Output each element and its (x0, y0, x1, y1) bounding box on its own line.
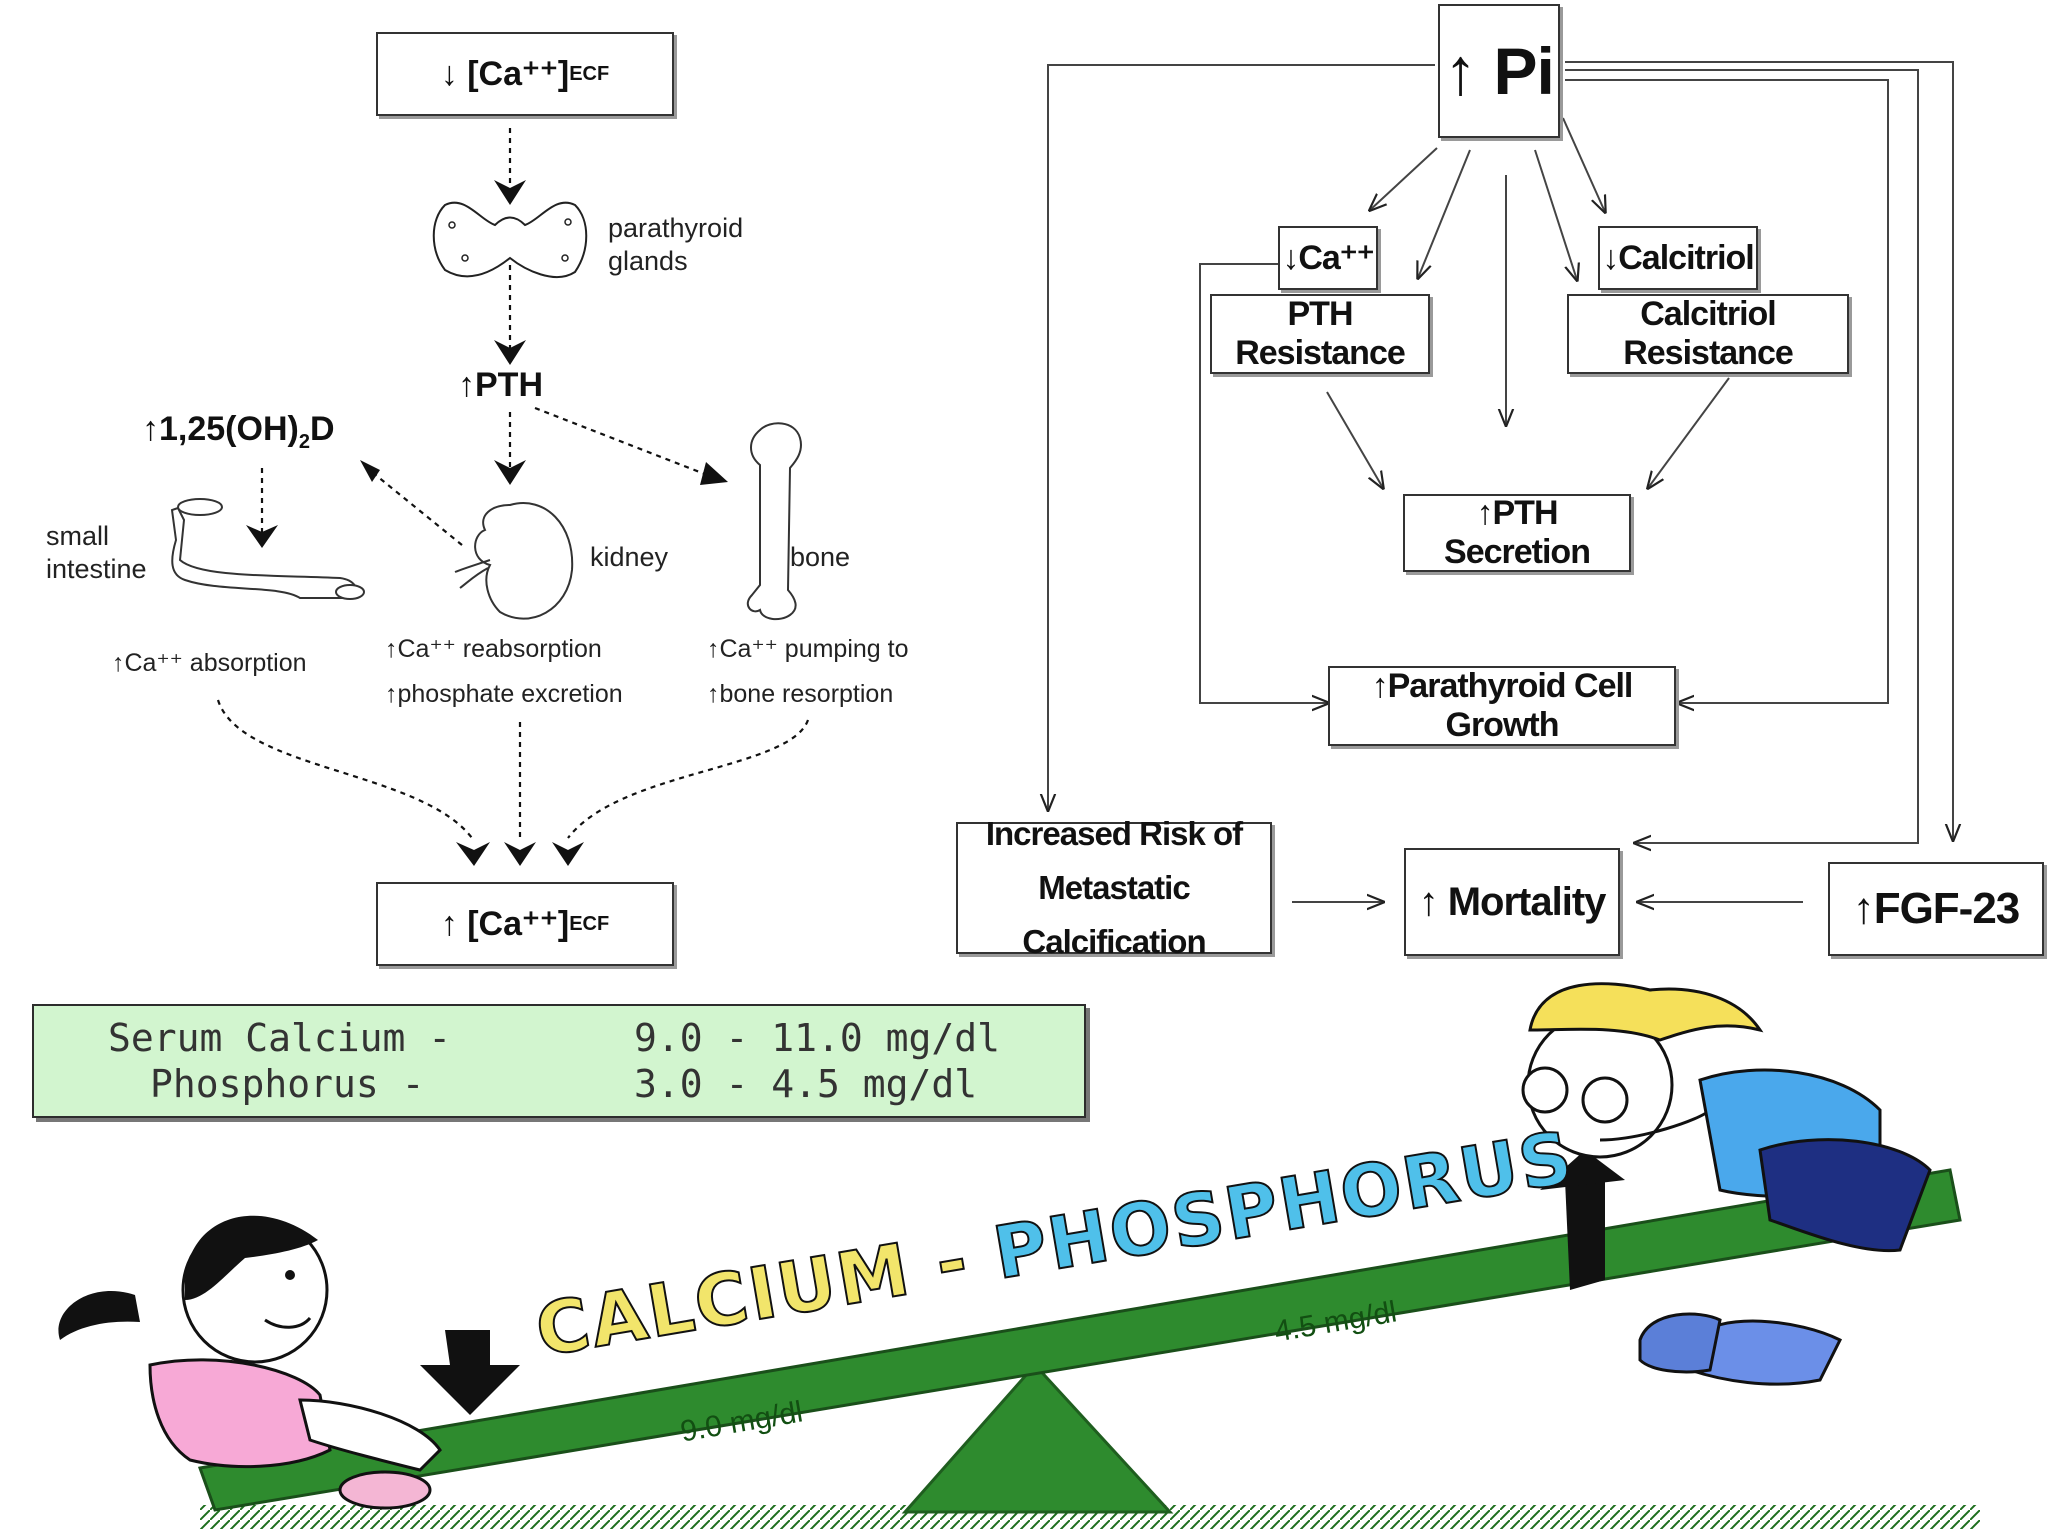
high-calcium-sub: ECF (569, 912, 610, 935)
fgf23-label: ↑FGF-23 (1852, 884, 2021, 933)
fgf23-box: ↑FGF-23 (1828, 862, 2044, 956)
pth-resistance-label: PTH Resistance (1235, 295, 1406, 372)
phosphorus-range-value: 3.0 - 4.5 mg/dl (634, 1062, 978, 1106)
vitamin-d-label: ↑1,25(OH)2D (142, 410, 335, 454)
small-intestine-icon (170, 506, 358, 599)
low-ca-box: ↓Ca⁺⁺ (1278, 226, 1378, 290)
parathyroid-label-line2: glands (608, 246, 688, 276)
intestine-label-line1: small (46, 521, 110, 551)
low-ca-label: ↓Ca⁺⁺ (1282, 239, 1374, 277)
effect-intestine: ↑Ca⁺⁺ absorption (112, 649, 307, 677)
parathyroid-growth-box: ↑Parathyroid Cell Growth (1328, 666, 1676, 746)
vitamin-d-end: D (309, 410, 335, 448)
metastatic-risk-box: Increased Risk of Metastatic Calcificati… (956, 815, 1272, 960)
intestine-label-line2: intestine (46, 554, 147, 584)
effect-bone-2: ↑bone resorption (707, 680, 894, 708)
parathyroid-glands-icon (432, 201, 588, 278)
metastatic-risk-line1: Increased Risk of (985, 815, 1243, 852)
calcium-range-value: 9.0 - 11.0 mg/dl (634, 1016, 1001, 1060)
low-calcium-sub: ECF (569, 62, 610, 85)
vitamin-d-sub: 2 (298, 431, 310, 453)
effect-bone-1: ↑Ca⁺⁺ pumping to (707, 635, 909, 663)
high-pi-box: ↑ Pi (1438, 4, 1560, 138)
low-calcium-label: ↓ [Ca⁺⁺] (440, 55, 570, 93)
kidney-icon (474, 502, 574, 620)
left-arrowheads (246, 180, 728, 866)
left-arrows (216, 128, 810, 840)
pth-resistance-box: PTH Resistance (1210, 294, 1430, 374)
mortality-label: ↑ Mortality (1418, 879, 1607, 924)
reference-ranges-box: Serum Calcium - 9.0 - 11.0 mg/dl Phospho… (32, 1004, 1086, 1118)
parathyroid-label-line1: parathyroid (608, 213, 744, 243)
parathyroid-label: parathyroid glands (608, 212, 743, 278)
high-pi-label: ↑ Pi (1444, 34, 1555, 108)
pth-secretion-label: ↑PTH Secretion (1444, 494, 1591, 571)
right-connectors (1048, 61, 1953, 902)
low-calcitriol-label: ↓Calcitriol (1602, 238, 1754, 277)
kidney-label: kidney (590, 542, 669, 572)
calcitriol-resistance-box: Calcitriol Resistance (1567, 294, 1849, 374)
calcitriol-resistance-label: Calcitriol Resistance (1623, 295, 1794, 372)
vitamin-d-main: ↑1,25(OH) (142, 410, 299, 448)
pth-secretion-box: ↑PTH Secretion (1403, 494, 1631, 572)
bone-label: bone (790, 542, 851, 572)
effect-kidney-2: ↑phosphate excretion (385, 680, 623, 708)
seesaw-dash-text: - (929, 1216, 976, 1306)
calcium-range-label: Serum Calcium - (108, 1016, 452, 1060)
metastatic-risk-line2: Metastatic Calcification (1022, 869, 1206, 960)
high-calcium-label: ↑ [Ca⁺⁺] (440, 905, 570, 943)
mortality-box: ↑ Mortality (1404, 848, 1620, 956)
parathyroid-growth-label: ↑Parathyroid Cell Growth (1371, 667, 1634, 744)
intestine-label: small intestine (46, 520, 147, 586)
low-calcium-box: ↓ [Ca⁺⁺]ECF (376, 32, 674, 116)
pth-label: ↑PTH (458, 366, 543, 404)
phosphorus-range-label: Phosphorus - (150, 1062, 425, 1106)
bone-icon (746, 422, 802, 621)
seesaw-illustration (58, 982, 1980, 1529)
low-calcitriol-box: ↓Calcitriol (1598, 226, 1758, 290)
effect-kidney-1: ↑Ca⁺⁺ reabsorption (385, 635, 602, 663)
high-calcium-box: ↑ [Ca⁺⁺]ECF (376, 882, 674, 966)
